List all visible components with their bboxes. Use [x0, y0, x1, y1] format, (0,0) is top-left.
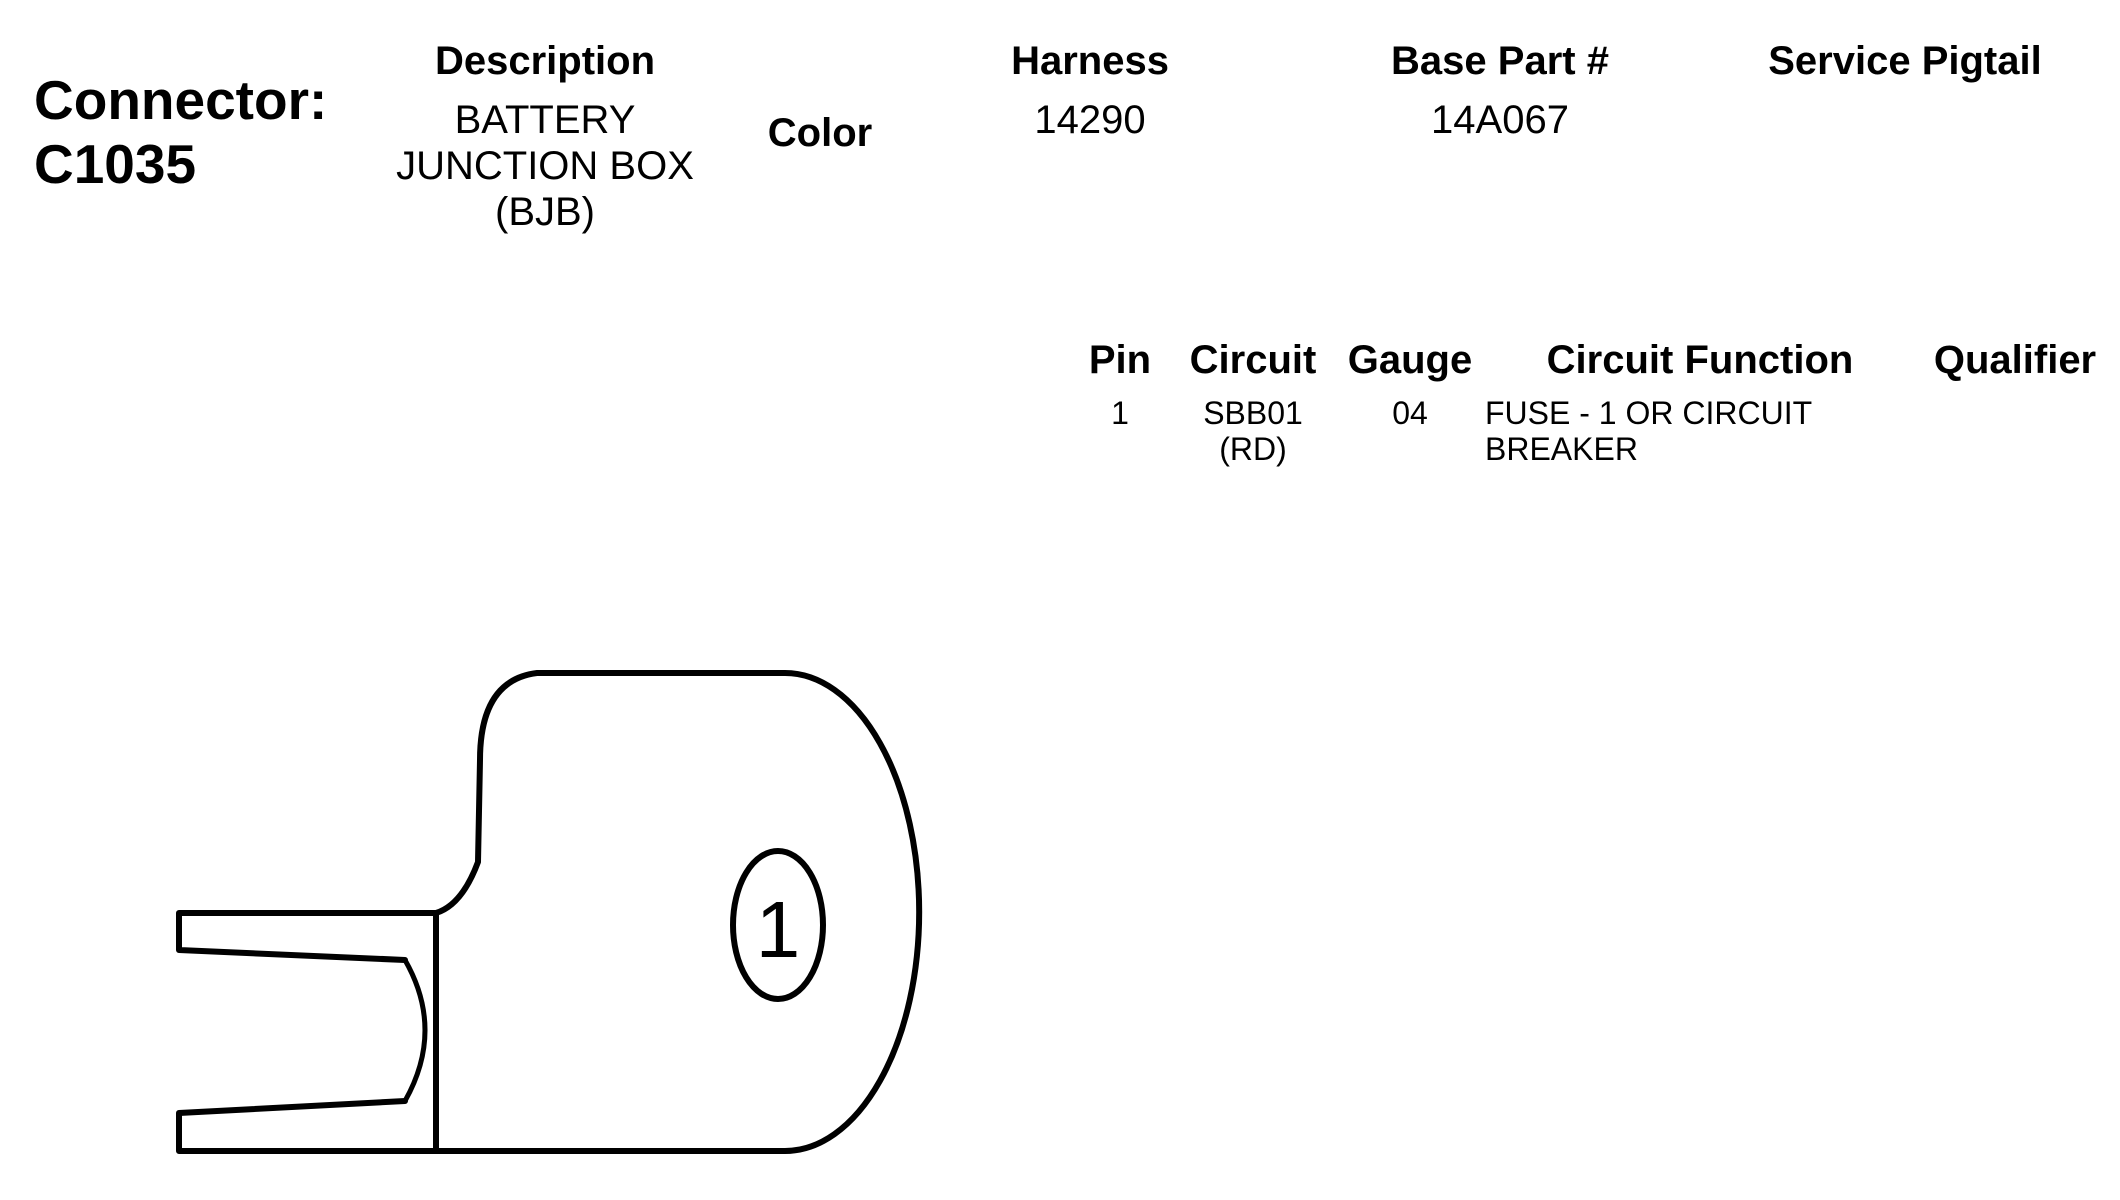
description-line: JUNCTION BOX: [396, 144, 694, 188]
service-pigtail-header: Service Pigtail: [1768, 39, 2042, 83]
circuit-function-line: BREAKER: [1485, 431, 1638, 467]
circuit-function-line: FUSE - 1 OR CIRCUIT: [1485, 395, 1813, 431]
qualifier-column-header: Qualifier: [1933, 338, 2097, 382]
base-part-header: Base Part #: [1391, 39, 1609, 83]
description-line: BATTERY: [454, 98, 636, 142]
harness-value: 14290: [1034, 98, 1146, 142]
circuit-cell: SBB01 (RD): [1178, 395, 1328, 467]
pin-1-circle: [730, 848, 826, 1002]
circuit-line: (RD): [1219, 431, 1287, 467]
pin-number-cell: 1: [1111, 395, 1129, 431]
gauge-column-header: Gauge: [1347, 338, 1473, 382]
base-part-value: 14A067: [1431, 98, 1569, 142]
description-header: Description: [434, 39, 656, 83]
circuit-function-cell: FUSE - 1 OR CIRCUIT BREAKER: [1485, 395, 1905, 467]
circuit-function-column-header: Circuit Function: [1546, 338, 1854, 382]
connector-title: Connector: C1035: [34, 68, 327, 196]
color-header: Color: [767, 111, 873, 155]
connector-id: C1035: [34, 133, 197, 195]
connector-label: Connector:: [34, 69, 328, 131]
pin-column-header: Pin: [1088, 338, 1152, 382]
harness-header: Harness: [1011, 39, 1169, 83]
pin-1-label: 1: [756, 885, 801, 974]
fork-prong-bottom: [176, 1098, 439, 1154]
description-value: BATTERY JUNCTION BOX (BJB): [355, 97, 735, 235]
description-line: (BJB): [495, 190, 595, 234]
gauge-cell: 04: [1392, 395, 1428, 431]
circuit-column-header: Circuit: [1189, 338, 1317, 382]
fork-slot-curve: [402, 957, 428, 1104]
circuit-line: SBB01: [1203, 395, 1303, 431]
fork-prong-top: [176, 910, 439, 963]
terminal-body-outline: [433, 670, 923, 1154]
